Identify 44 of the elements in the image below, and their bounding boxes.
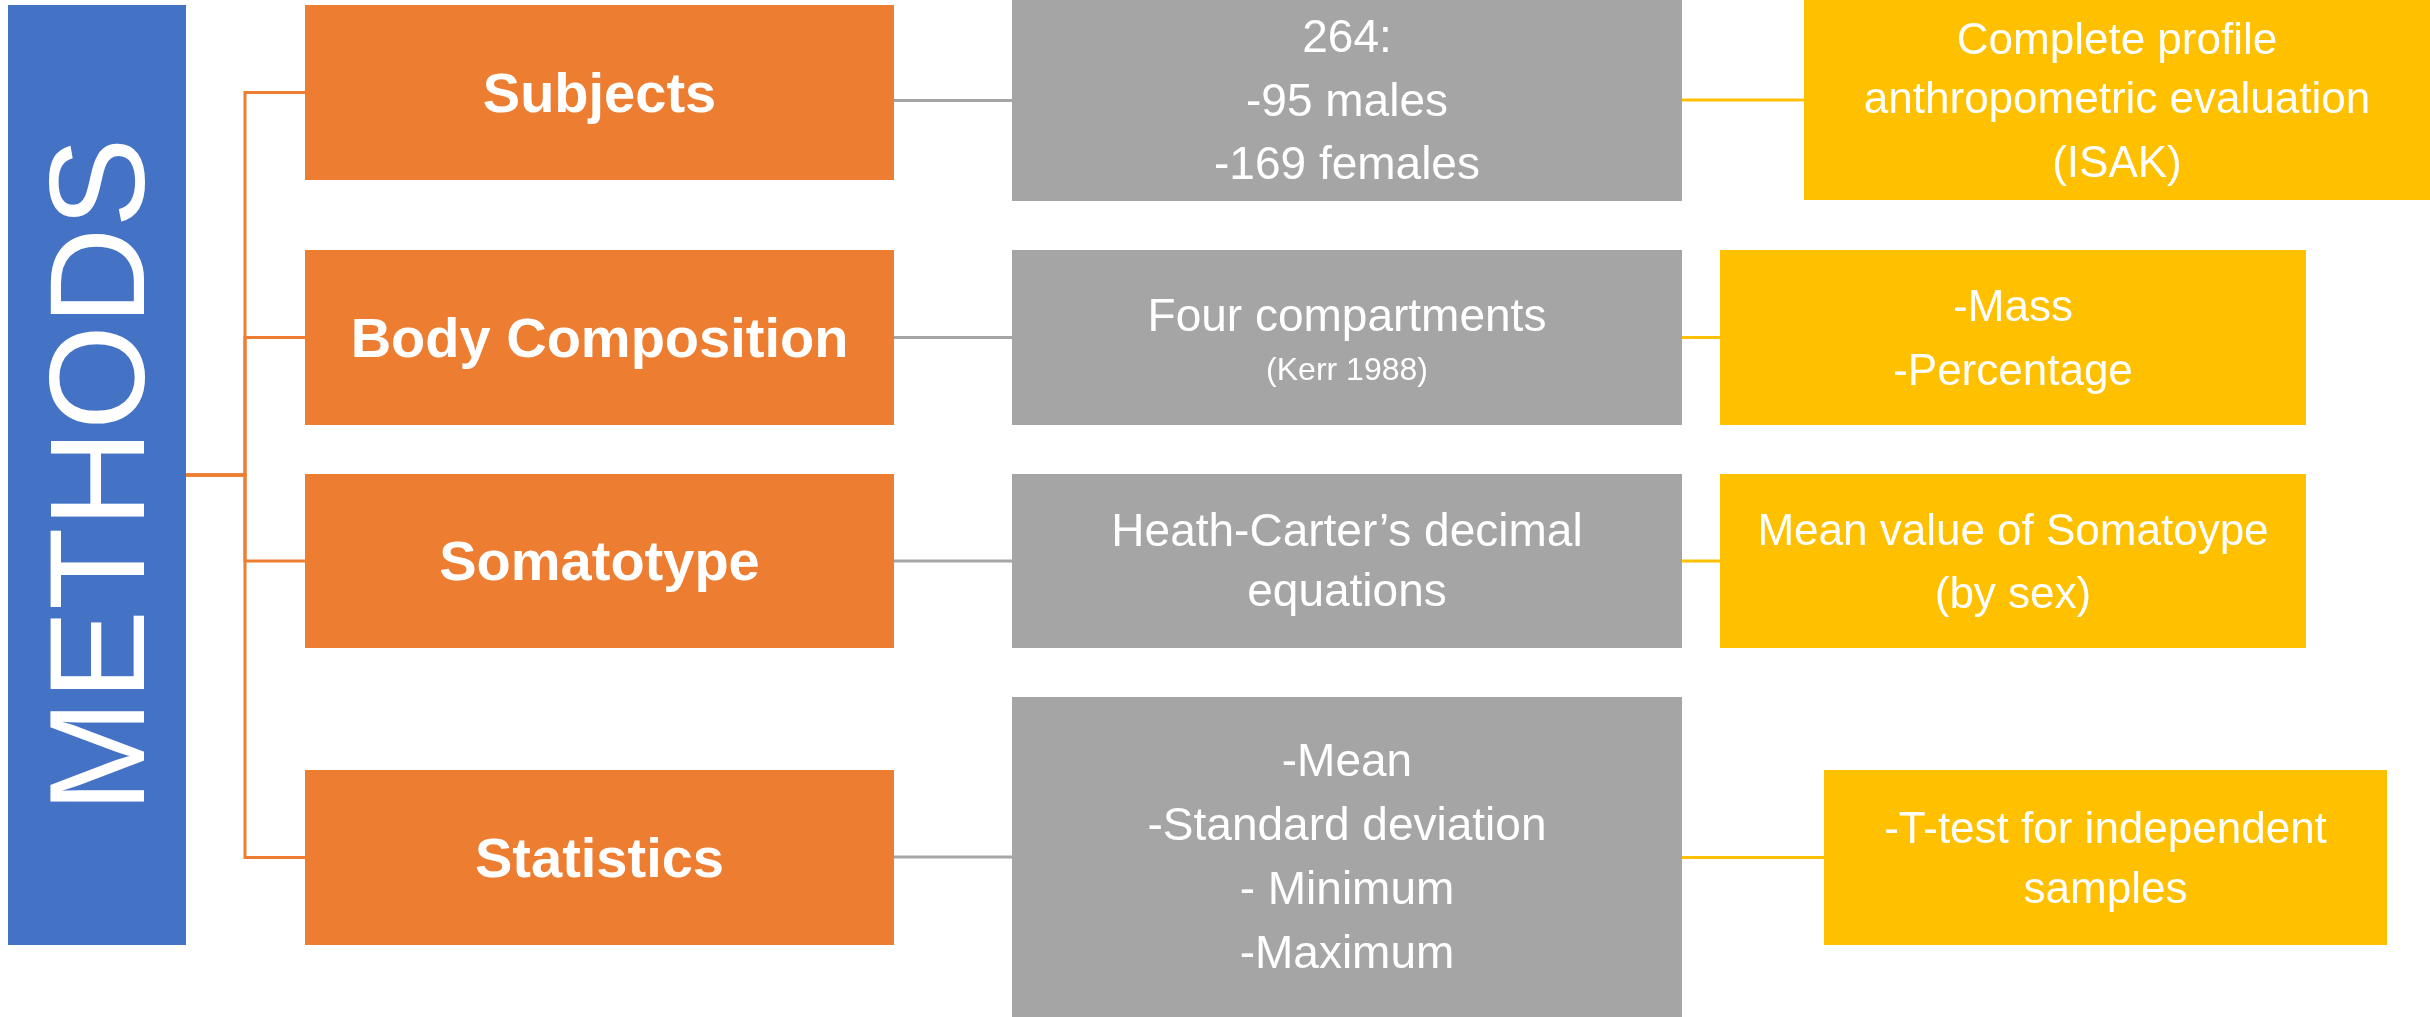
title-text: METHODS [29, 137, 165, 813]
item-text: -Standard deviation [1147, 797, 1547, 853]
result-box [1804, 0, 2430, 200]
item-text: - Minimum [1239, 861, 1455, 916]
result-box [1720, 250, 2306, 425]
topic-box [305, 474, 894, 648]
method-box [1012, 250, 1682, 425]
item-text: -95 males [1246, 72, 1448, 128]
connector-line [1682, 856, 1824, 859]
connector-line [1682, 98, 1804, 102]
connector-line [186, 473, 305, 859]
topic-box [305, 250, 894, 425]
connector-line [1682, 559, 1720, 563]
item-text: -Percentage [1893, 343, 2133, 396]
item-text: Complete profile anthropometric evaluation [1862, 12, 2372, 125]
item-text: Four compartments [1147, 287, 1547, 343]
topic-box [305, 5, 894, 180]
connector-line [1682, 336, 1720, 339]
item-text: -Maximum [1239, 924, 1455, 980]
connector-line [894, 559, 1012, 563]
topic-label: Somatotype [439, 528, 760, 594]
item-text: -T-test for independent samples [1883, 802, 2328, 914]
item-text: -169 females [1214, 136, 1480, 192]
connector-line [894, 99, 1012, 102]
item-text: 264: [1302, 8, 1392, 64]
topic-box [305, 770, 894, 945]
item-text: Heath-Carter’s decimal equations [1110, 503, 1584, 618]
method-box [1012, 0, 1682, 201]
title-bar [8, 5, 186, 945]
connector-line [894, 336, 1012, 339]
connector-line [894, 855, 1012, 859]
item-text: -Mean [1281, 733, 1413, 789]
method-box [1012, 697, 1682, 1017]
item-text: -Mass [1953, 280, 2073, 333]
topic-label: Subjects [482, 59, 717, 126]
result-box [1720, 474, 2306, 648]
topic-label: Statistics [475, 824, 724, 891]
result-box [1824, 770, 2387, 945]
method-box [1012, 474, 1682, 648]
topic-label: Body Composition [350, 304, 849, 371]
item-text: (by sex) [1934, 567, 2092, 619]
item-text: (ISAK) [2052, 135, 2182, 188]
item-text: Mean value of Somatoype [1757, 503, 2269, 556]
item-text: (Kerr 1988) [1266, 350, 1428, 390]
